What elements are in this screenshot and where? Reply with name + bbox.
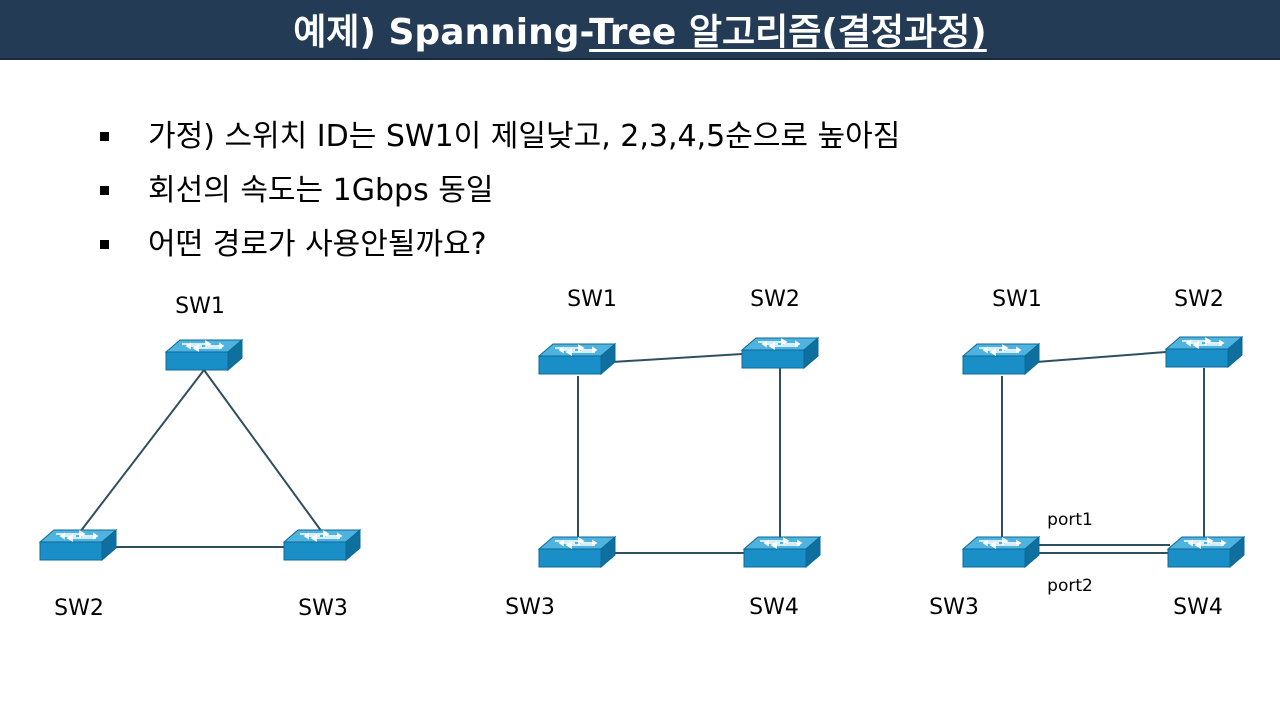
- port2-label: port2: [1047, 576, 1093, 596]
- sw2-label: SW2: [54, 596, 104, 621]
- bullet-item: 어떤 경로가 사용안될까요?: [100, 218, 900, 272]
- triangle-diagram: SW1 SW2 SW3: [39, 294, 361, 621]
- sw2-label: SW2: [750, 287, 800, 312]
- sw4-label: SW4: [749, 595, 799, 620]
- switch-icon: [743, 536, 821, 568]
- switch-icon: [741, 337, 819, 369]
- sw1-label: SW1: [992, 287, 1042, 312]
- sw2-label: SW2: [1174, 287, 1224, 312]
- switch-icon: [1165, 336, 1243, 368]
- square-dual-link-diagram: SW1 SW2 SW3 SW4 port1 port2: [929, 287, 1245, 620]
- switch-icon: [962, 343, 1040, 375]
- switch-icon: [165, 339, 243, 371]
- bullet-marker-icon: [100, 186, 109, 195]
- link-sw1-sw2: [611, 353, 743, 363]
- bullet-item: 회선의 속도는 1Gbps 동일: [100, 164, 900, 218]
- sw1-label: SW1: [567, 287, 617, 312]
- sw3-label: SW3: [505, 595, 555, 620]
- sw3-label: SW3: [929, 595, 979, 620]
- bullet-item: 가정) 스위치 ID는 SW1이 제일낮고, 2,3,4,5순으로 높아짐: [100, 110, 900, 164]
- sw4-label: SW4: [1173, 595, 1223, 620]
- bullet-text: 어떤 경로가 사용안될까요?: [148, 227, 487, 262]
- bullet-text: 회선의 속도는 1Gbps 동일: [148, 173, 494, 208]
- title-prefix: 예제) Spanning-: [293, 12, 590, 53]
- sw1-label: SW1: [175, 294, 225, 319]
- bullet-list: 가정) 스위치 ID는 SW1이 제일낮고, 2,3,4,5순으로 높아짐 회선…: [100, 110, 900, 272]
- switch-icon: [538, 536, 616, 568]
- title-underlined: Tree 알고리즘(결정과정): [589, 12, 987, 53]
- bullet-marker-icon: [100, 240, 109, 249]
- slide-title: 예제) Spanning-Tree 알고리즘(결정과정): [293, 3, 986, 55]
- port1-label: port1: [1047, 510, 1093, 530]
- link-sw1-sw3: [203, 369, 323, 533]
- square-diagram: SW1 SW2 SW3 SW4: [505, 287, 821, 620]
- switch-icon: [962, 536, 1040, 568]
- bullet-marker-icon: [100, 132, 109, 141]
- switch-icon: [1167, 536, 1245, 568]
- switch-icon: [538, 343, 616, 375]
- link-sw1-sw2: [79, 369, 205, 533]
- switch-icon: [283, 529, 361, 561]
- title-bar: 예제) Spanning-Tree 알고리즘(결정과정): [0, 0, 1280, 60]
- sw3-label: SW3: [298, 596, 348, 621]
- link-sw1-sw2: [1035, 351, 1167, 363]
- bullet-text: 가정) 스위치 ID는 SW1이 제일낮고, 2,3,4,5순으로 높아짐: [148, 119, 901, 154]
- switch-icon: [39, 529, 117, 561]
